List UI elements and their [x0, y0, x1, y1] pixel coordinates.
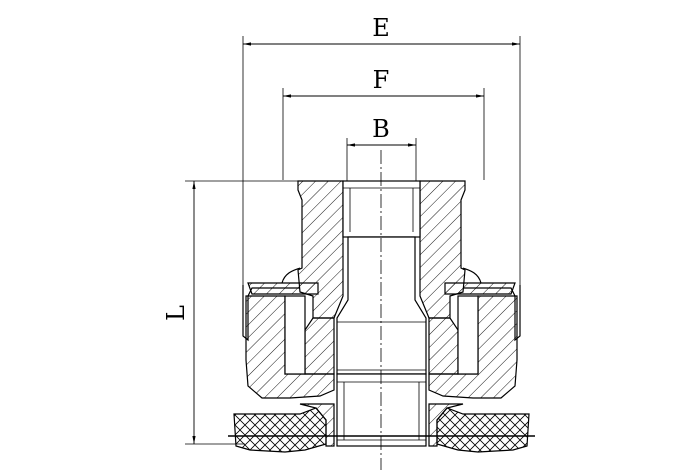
shoulder-right	[462, 267, 482, 284]
seal-plate-right	[444, 282, 516, 295]
seal-plate-left	[247, 282, 319, 295]
dimension-label-b: B	[372, 115, 390, 143]
upper-bore	[342, 180, 421, 238]
gasket-left	[233, 407, 327, 453]
dimension-f: F	[282, 66, 485, 180]
shoulder-left	[281, 267, 301, 284]
gasket-right	[436, 407, 530, 453]
dimension-label-l: L	[162, 305, 190, 321]
dimension-b: B	[346, 115, 417, 185]
base-gasket	[228, 403, 535, 453]
pocket-left	[284, 295, 306, 375]
lower-bore	[336, 373, 427, 447]
dimension-e: E	[242, 14, 521, 285]
dimension-label-e: E	[372, 14, 390, 42]
base-ring-right	[428, 403, 464, 447]
base-ring-left	[299, 403, 335, 447]
inner-wall-left	[304, 317, 335, 375]
dimension-label-f: F	[373, 66, 390, 94]
pocket-right	[457, 295, 479, 375]
valve-body-section	[242, 180, 521, 447]
dimension-l: L	[162, 180, 300, 445]
inner-wall-right	[428, 317, 459, 375]
stem	[336, 236, 427, 375]
